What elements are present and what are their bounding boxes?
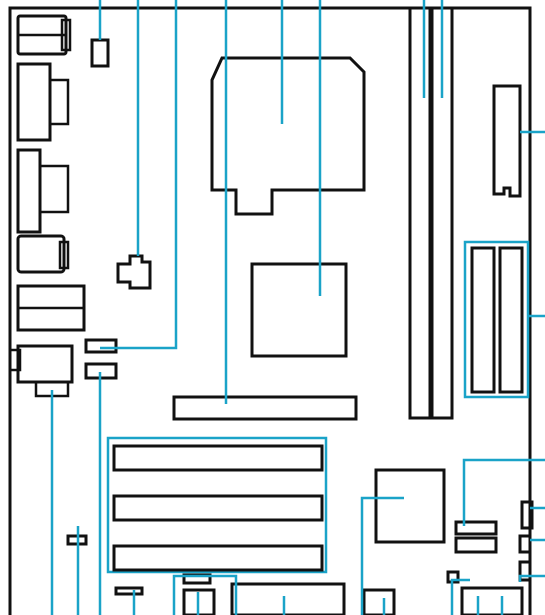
ide-group-frame <box>463 240 530 399</box>
leader-lines <box>50 0 545 615</box>
jumper-top <box>90 38 110 68</box>
pci-slots-frame <box>106 436 328 574</box>
right-header-1 <box>520 500 534 530</box>
bottom-header-3 <box>182 588 216 615</box>
agp-slot <box>172 395 358 421</box>
bottom-header-1 <box>114 586 144 596</box>
serial-port <box>16 148 70 234</box>
sata-connector-2 <box>454 536 498 554</box>
usb-ports <box>16 234 70 274</box>
pci-slot-3 <box>112 544 324 572</box>
front-panel-header <box>460 586 524 615</box>
pci-slot-2 <box>112 494 324 522</box>
sata-connector-1 <box>454 520 498 536</box>
ide-connector-1 <box>470 246 496 394</box>
cpu-socket <box>210 56 366 216</box>
parallel-port <box>16 62 70 142</box>
ps2-ports <box>16 14 72 56</box>
audio-jacks <box>8 344 74 398</box>
floppy-connector <box>230 582 346 615</box>
dimm-slot-1 <box>408 6 432 420</box>
right-header-3 <box>518 560 532 582</box>
ide-connector-2 <box>498 246 524 394</box>
pci-slot-1 <box>112 444 324 472</box>
board-outline <box>8 6 532 615</box>
atx-power-connector <box>492 84 522 198</box>
southbridge-chip <box>374 468 446 544</box>
northbridge-chip <box>250 262 348 358</box>
fan-header-small <box>116 254 152 290</box>
lan-port <box>16 284 86 332</box>
right-header-2 <box>518 534 532 554</box>
bottom-header-4 <box>362 588 396 615</box>
